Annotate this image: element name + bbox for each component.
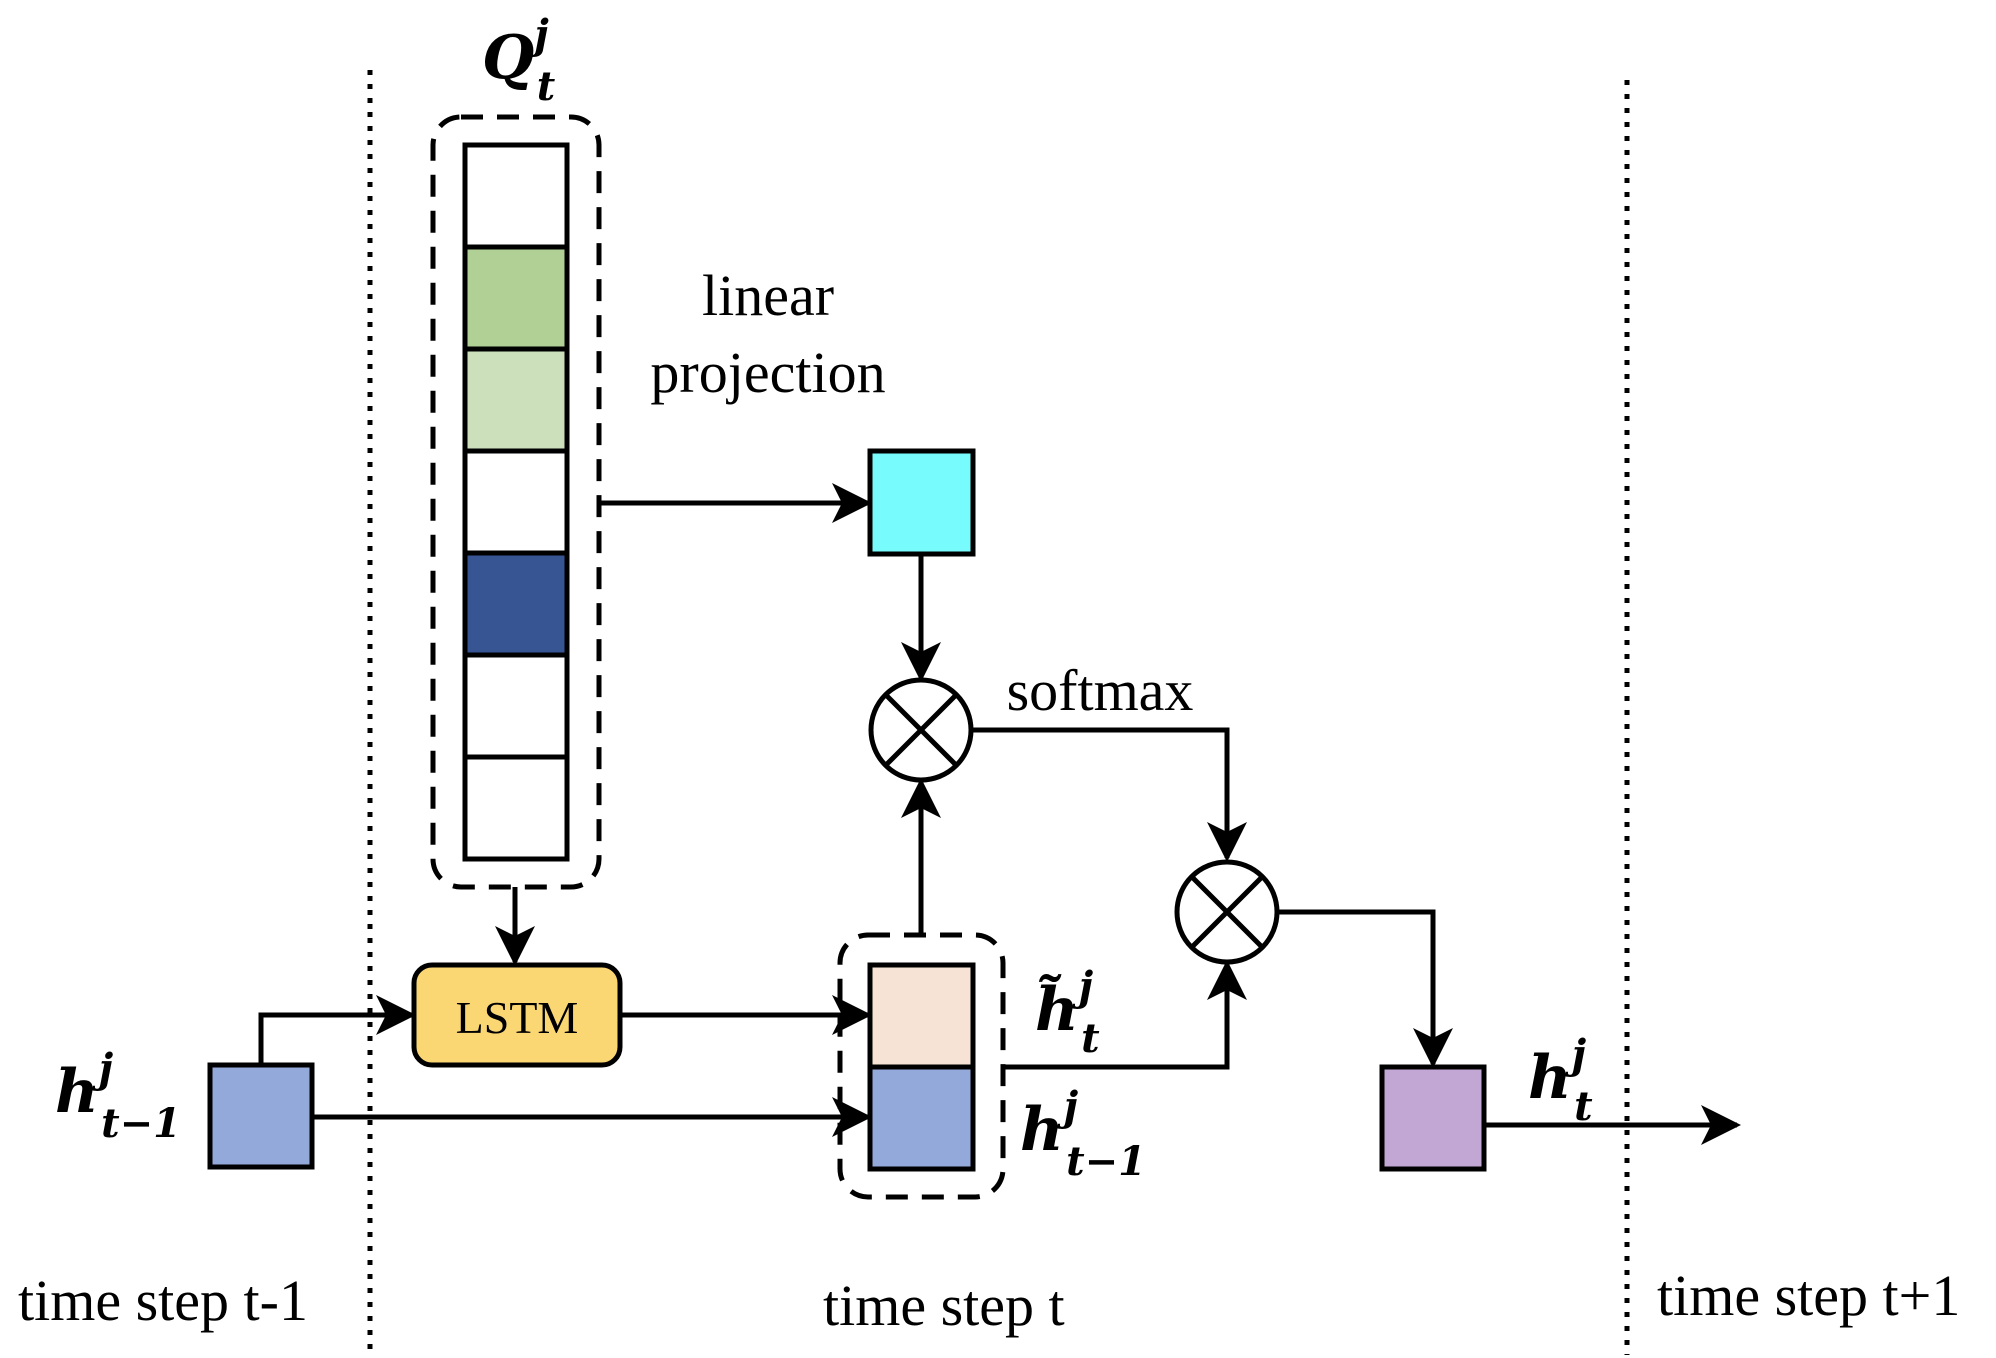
projection-box (867, 448, 976, 557)
arrow-multiply-1-to-multiply-2 (971, 727, 1247, 862)
query-cell-6 (462, 652, 570, 760)
h-tilde-box (867, 962, 976, 1070)
h-out-box (1379, 1064, 1487, 1172)
time-step-next-label: time step t+1 (1657, 1263, 1960, 1328)
query-cell-1 (462, 142, 570, 250)
softmax-label: softmax (1007, 658, 1194, 723)
multiply-node-2 (1174, 859, 1280, 965)
arrow-h-tilde-to-multiply-2 (1003, 960, 1247, 1070)
query-dashed-outline (430, 114, 602, 890)
query-cell-4 (462, 448, 570, 556)
arrow-h-prev-to-lstm (258, 995, 416, 1065)
h-prev-box (207, 1062, 315, 1170)
query-cell-3 (462, 346, 570, 454)
lstm-label: LSTM (456, 992, 579, 1043)
arrow-multiply-2-to-output (1277, 909, 1453, 1068)
time-step-current-label: time step t (823, 1273, 1065, 1338)
query-cell-5 (462, 550, 570, 658)
query-cell-7 (462, 754, 570, 862)
time-step-prev-label: time step t-1 (18, 1268, 308, 1333)
query-vector (430, 114, 602, 890)
linear-projection-label-line2: projection (650, 340, 885, 405)
query-cell-2 (462, 244, 570, 352)
linear-projection-label-line1: linear (702, 263, 834, 328)
h-stack-prev-box (867, 1064, 976, 1172)
multiply-node-1 (868, 677, 974, 783)
